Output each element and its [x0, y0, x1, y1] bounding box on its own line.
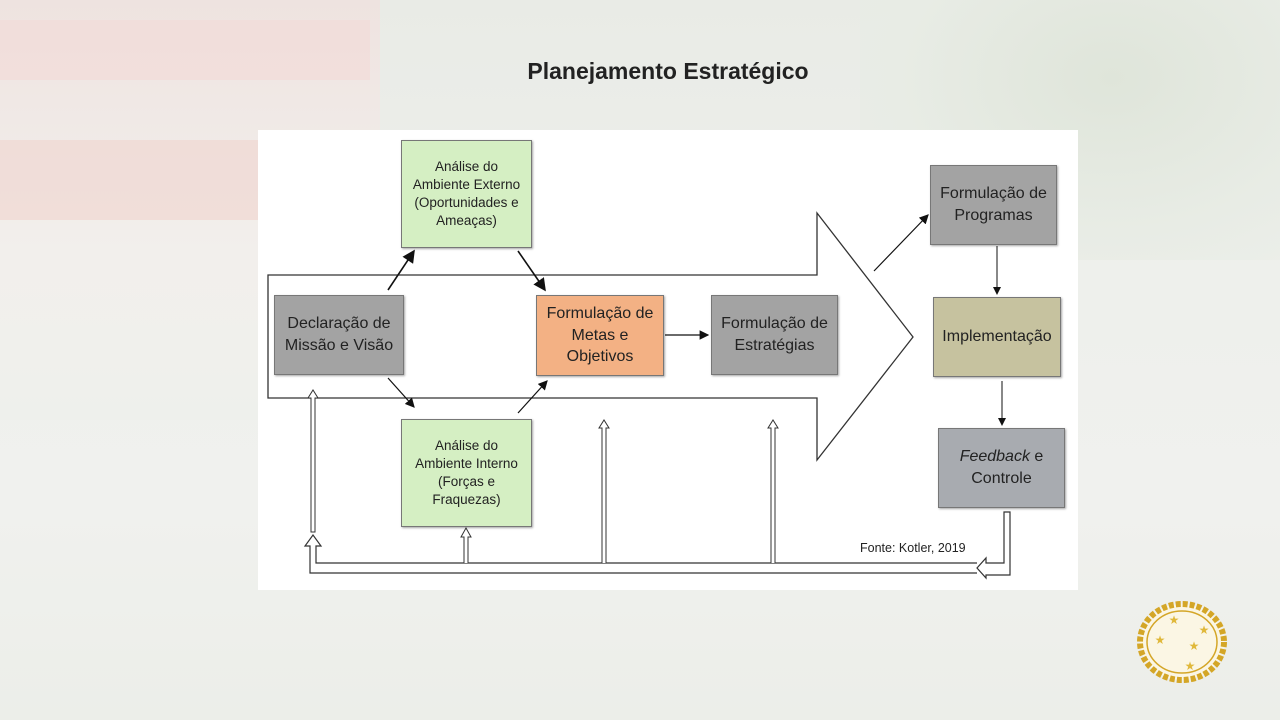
background-roof — [0, 140, 260, 220]
node-label: Formulação de Estratégias — [721, 315, 828, 354]
node-ambiente-externo: Análise do Ambiente Externo (Oportunidad… — [401, 140, 532, 248]
feedback-loop-arrow — [976, 511, 1011, 580]
feedback-return-line — [303, 533, 977, 574]
node-ambiente-interno: Análise do Ambiente Interno (Forças e Fr… — [401, 419, 532, 527]
arrow-missao-externo — [387, 249, 415, 291]
feedback-italic-text: Feedback — [959, 448, 1030, 466]
source-citation: Fonte: Kotler, 2019 — [860, 541, 966, 555]
big-process-arrow — [267, 211, 914, 462]
arrow-interno-metas — [517, 380, 548, 414]
node-label: Análise do Ambiente Interno (Forças e Fr… — [415, 437, 518, 508]
node-feedback-controle: Feedback e Controle — [938, 428, 1065, 508]
node-estrategias: Formulação de Estratégias — [711, 295, 838, 375]
node-label: Formulação de Programas — [940, 185, 1047, 224]
node-implementacao: Implementação — [933, 297, 1061, 377]
feedback-arrow-to-estrategias — [767, 419, 779, 563]
background-roof — [0, 20, 370, 80]
node-metas-objetivos: Formulação de Metas e Objetivos — [536, 295, 664, 376]
svg-text:★: ★ — [1185, 659, 1196, 673]
node-missao-visao: Declaração de Missão e Visão — [274, 295, 404, 375]
arrow-missao-interno — [387, 377, 415, 408]
feedback-arrow-to-missao — [307, 389, 319, 533]
node-label: Formulação de Metas e Objetivos — [546, 305, 654, 366]
svg-text:★: ★ — [1199, 623, 1210, 637]
node-programas: Formulação de Programas — [930, 165, 1057, 245]
svg-text:★: ★ — [1189, 639, 1200, 653]
feedback-rest-text: e Controle — [971, 448, 1044, 487]
node-label: Análise do Ambiente Externo (Oportunidad… — [412, 158, 521, 229]
arrow-externo-metas — [517, 250, 546, 292]
arrow-to-programas — [873, 214, 929, 272]
feedback-arrow-to-metas — [598, 419, 610, 563]
svg-text:★: ★ — [1155, 633, 1166, 647]
node-label: Feedback e Controle — [947, 446, 1057, 489]
slide-title: Planejamento Estratégico — [527, 58, 809, 84]
svg-text:★: ★ — [1169, 613, 1180, 627]
node-label: Declaração de Missão e Visão — [284, 315, 394, 354]
institution-seal-logo: ★★★ ★★ — [1137, 601, 1227, 683]
node-label: Implementação — [942, 328, 1052, 346]
feedback-arrow-to-interno — [460, 526, 472, 563]
